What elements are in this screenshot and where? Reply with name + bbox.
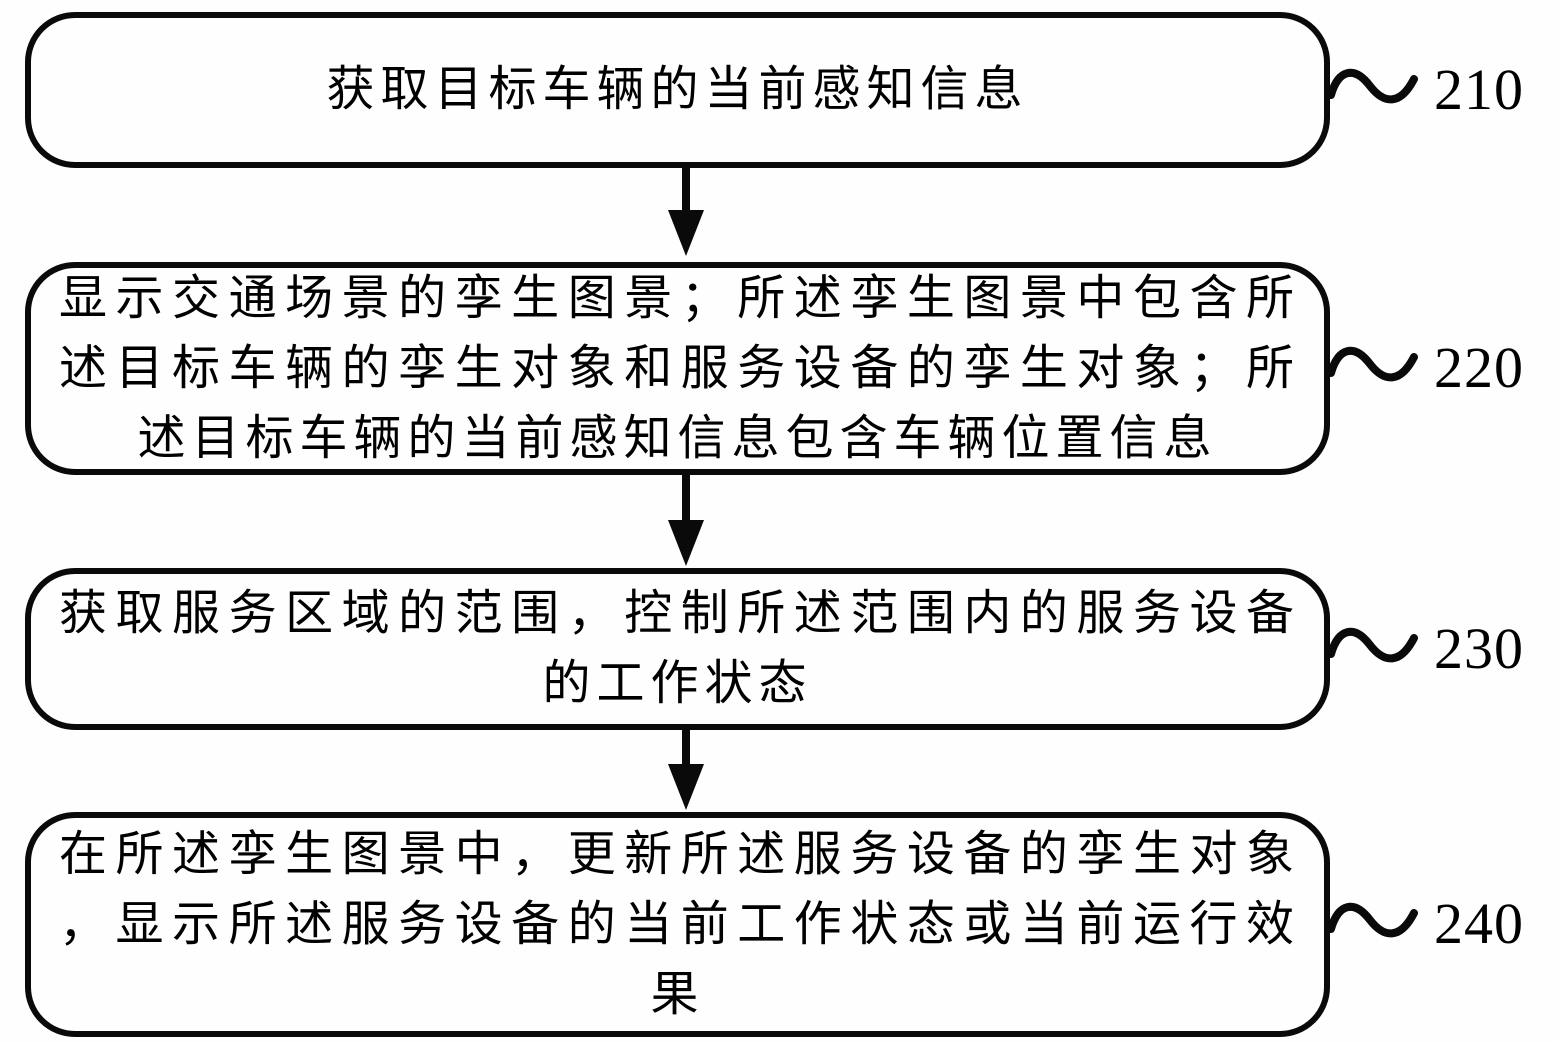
step-text-line: 获取服务区域的范围，控制所述范围内的服务设备 (59, 587, 1296, 640)
step-text-line: 在所述孪生图景中，更新所述服务设备的孪生对象 (59, 827, 1296, 881)
flow-step-box-240: 在所述孪生图景中，更新所述服务设备的孪生对象 ，显示所述服务设备的当前工作状态或… (25, 812, 1330, 1037)
down-arrow (668, 475, 704, 566)
step-number: 230 (1434, 616, 1524, 681)
step-text-line: 述目标车辆的当前感知信息包含车辆位置信息 (137, 411, 1218, 465)
step-text-line: 的工作状态 (542, 657, 813, 710)
flow-step-box-230: 获取服务区域的范围，控制所述范围内的服务设备 的工作状态 (25, 568, 1330, 730)
step-ref-230: 230 (1326, 619, 1524, 679)
down-arrow (668, 730, 704, 810)
step-number: 220 (1434, 335, 1524, 400)
step-text-line: ，显示所述服务设备的当前工作状态或当前运行效 (59, 897, 1296, 951)
tilde-connector-icon (1327, 902, 1418, 938)
tilde-connector-icon (1327, 346, 1418, 382)
flow-step-box-220: 显示交通场景的孪生图景；所述孪生图景中包含所 述目标车辆的孪生对象和服务设备的孪… (25, 262, 1330, 475)
arrow-head (668, 520, 704, 566)
arrow-shaft (682, 730, 690, 764)
step-number: 210 (1434, 57, 1524, 122)
step-text-line: 获取目标车辆的当前感知信息 (326, 63, 1029, 116)
step-ref-240: 240 (1326, 894, 1524, 954)
flow-step-box-210: 获取目标车辆的当前感知信息 (25, 12, 1330, 168)
step-ref-220: 220 (1326, 338, 1524, 398)
down-arrow (668, 168, 704, 256)
step-number: 240 (1434, 891, 1524, 956)
arrow-shaft (682, 168, 690, 210)
arrow-head (668, 764, 704, 810)
step-text-line: 显示交通场景的孪生图景；所述孪生图景中包含所 (59, 271, 1296, 325)
arrow-head (668, 210, 704, 256)
step-ref-210: 210 (1326, 60, 1524, 120)
arrow-shaft (682, 475, 690, 520)
tilde-connector-icon (1327, 627, 1418, 663)
tilde-connector-icon (1327, 68, 1418, 104)
step-text-line: 述目标车辆的孪生对象和服务设备的孪生对象；所 (59, 341, 1296, 395)
step-text-line: 果 (650, 967, 705, 1021)
